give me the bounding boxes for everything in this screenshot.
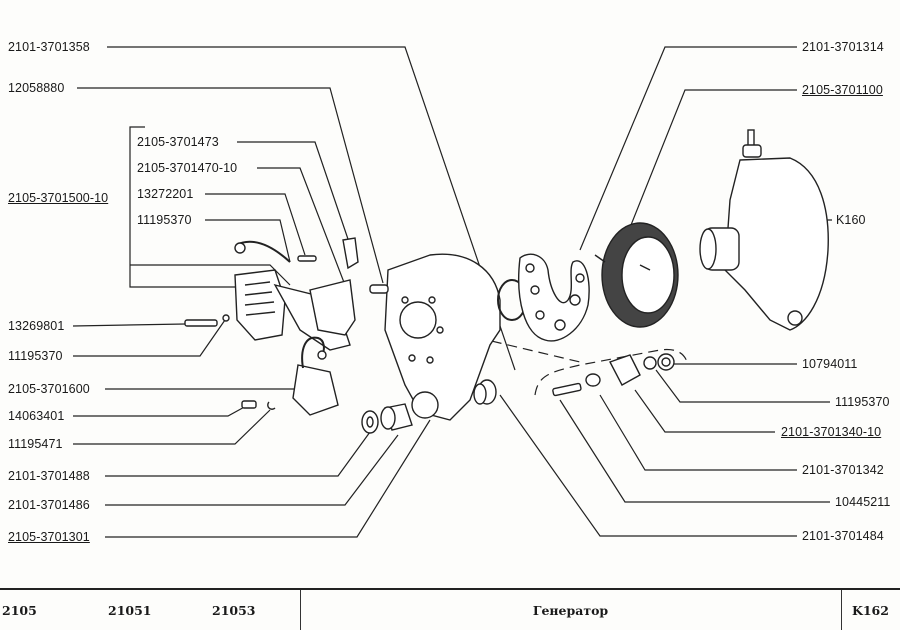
- leader-2101-3701488: [105, 431, 371, 477]
- part-label[interactable]: 2101-3701488: [8, 469, 90, 483]
- model-21053: 21053: [212, 602, 256, 618]
- part-label[interactable]: 2101-3701358: [8, 40, 90, 54]
- part-label[interactable]: 2101-3701314: [802, 40, 884, 54]
- bolt-10445211: [552, 382, 582, 397]
- part-label[interactable]: 13269801: [8, 319, 65, 333]
- leader-13272201: [205, 193, 306, 256]
- rectifier-2101-3701314: [518, 253, 590, 342]
- leader-2105-3701301: [105, 419, 431, 538]
- part-label[interactable]: 11195471: [8, 437, 63, 451]
- part-label[interactable]: 2101-3701342: [802, 463, 884, 477]
- sleeve-2101-3701486: [380, 403, 413, 431]
- screw-13272201: [297, 255, 317, 262]
- leader-2101-3701342: [599, 394, 797, 471]
- part-label[interactable]: 12058880: [8, 81, 65, 95]
- front-housing-K160: [699, 129, 829, 331]
- part-label[interactable]: 2101-3701486: [8, 498, 90, 512]
- exploded-parts-diagram: [72, 46, 832, 538]
- leader-12058880: [77, 87, 384, 284]
- leader-10445211: [559, 399, 830, 503]
- assembly-label[interactable]: 2105-3701500-10: [8, 191, 109, 205]
- part-label[interactable]: 10445211: [835, 495, 891, 509]
- footer-divider: [841, 590, 842, 630]
- capacitor-2105-3701600: [292, 336, 339, 416]
- assembly-label[interactable]: 2105-3701100: [802, 83, 883, 97]
- leader-2105-3701470-10: [257, 167, 346, 286]
- leader-bracket-inner: [130, 264, 291, 286]
- leader-2101-3701358: [107, 46, 516, 371]
- leader-2101-3701484: [499, 394, 797, 537]
- screw-13269801: [184, 314, 230, 327]
- leader-14063401: [73, 404, 249, 417]
- leader-11195471: [73, 409, 271, 445]
- leader-11195370-right: [655, 369, 830, 403]
- insulator-2101-3701340-10: [609, 354, 641, 386]
- model-21051: 21051: [108, 602, 152, 618]
- part-label[interactable]: 10794011: [802, 357, 858, 371]
- part-label[interactable]: 14063401: [8, 409, 65, 423]
- rear-cover-2105-3701301: [369, 253, 501, 421]
- model-2105: 2105: [2, 602, 37, 618]
- part-label[interactable]: 11195370: [835, 395, 890, 409]
- part-label[interactable]: 2105-3701473: [137, 135, 219, 149]
- page-title: Генератор: [532, 602, 609, 618]
- leader-11195370-top: [205, 219, 291, 263]
- leader-13269801: [72, 323, 186, 327]
- page-footer: 2105 21051 21053 Генератор K162: [0, 588, 900, 630]
- part-label[interactable]: 2101-3701484: [802, 529, 884, 543]
- part-label[interactable]: 2105-3701470-10: [137, 161, 238, 175]
- assembly-label[interactable]: 2105-3701301: [8, 530, 90, 544]
- leader-2105-3701100: [624, 89, 797, 241]
- bushing-2101-3701484: [473, 379, 497, 405]
- leader-2101-3701340-10: [634, 389, 775, 433]
- bushing-2101-3701488: [361, 410, 379, 434]
- footer-divider: [300, 590, 301, 630]
- cross-reference-label[interactable]: K160: [836, 213, 866, 227]
- part-label[interactable]: 11195370: [8, 349, 63, 363]
- washer-11195370-right: [643, 356, 657, 370]
- leader-11195370-left: [73, 319, 226, 357]
- leader-bracket: [129, 126, 260, 288]
- screw-14063401: [241, 400, 276, 410]
- leader-2101-3701486: [105, 434, 399, 506]
- nut-10794011: [657, 353, 675, 371]
- part-label[interactable]: 2105-3701600: [8, 382, 90, 396]
- brush-holder-assembly: [234, 237, 359, 351]
- assembly-bracket: [534, 348, 689, 396]
- stator-2105-3701100: [594, 222, 679, 328]
- leader-2105-3701473: [237, 141, 351, 246]
- washer-2101-3701342: [585, 373, 601, 387]
- assembly-label[interactable]: 2101-3701340-10: [781, 425, 882, 439]
- part-label[interactable]: 13272201: [137, 187, 194, 201]
- part-label[interactable]: 11195370: [137, 213, 192, 227]
- leader-2101-3701314: [579, 46, 797, 251]
- page-code: K162: [852, 602, 889, 618]
